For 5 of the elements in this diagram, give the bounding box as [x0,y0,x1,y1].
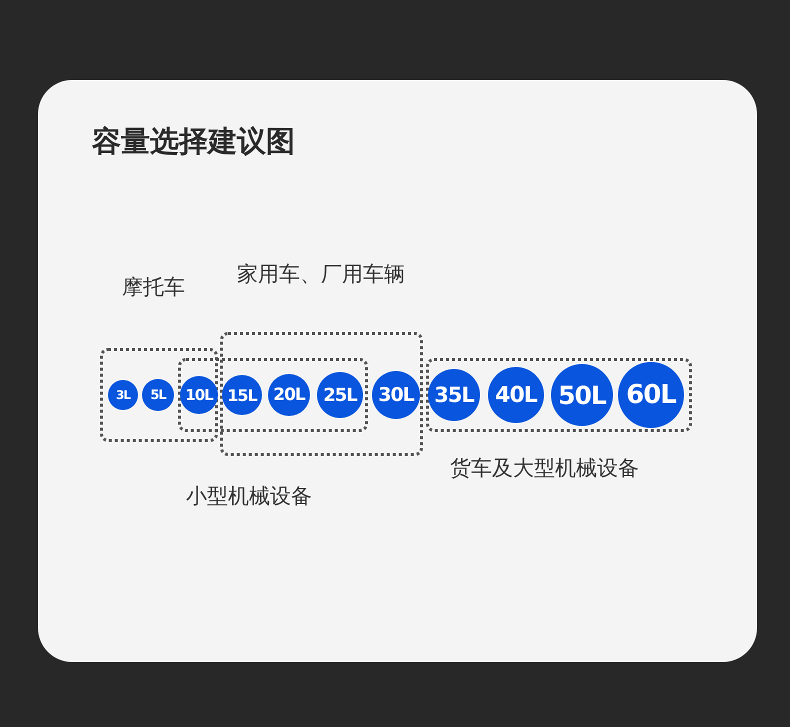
page-title: 容量选择建议图 [92,124,295,159]
group-label: 货车及大型机械设备 [450,456,639,482]
group-label: 家用车、厂用车辆 [237,262,405,288]
group-label: 摩托车 [122,275,185,300]
group-label: 小型机械设备 [186,484,312,510]
